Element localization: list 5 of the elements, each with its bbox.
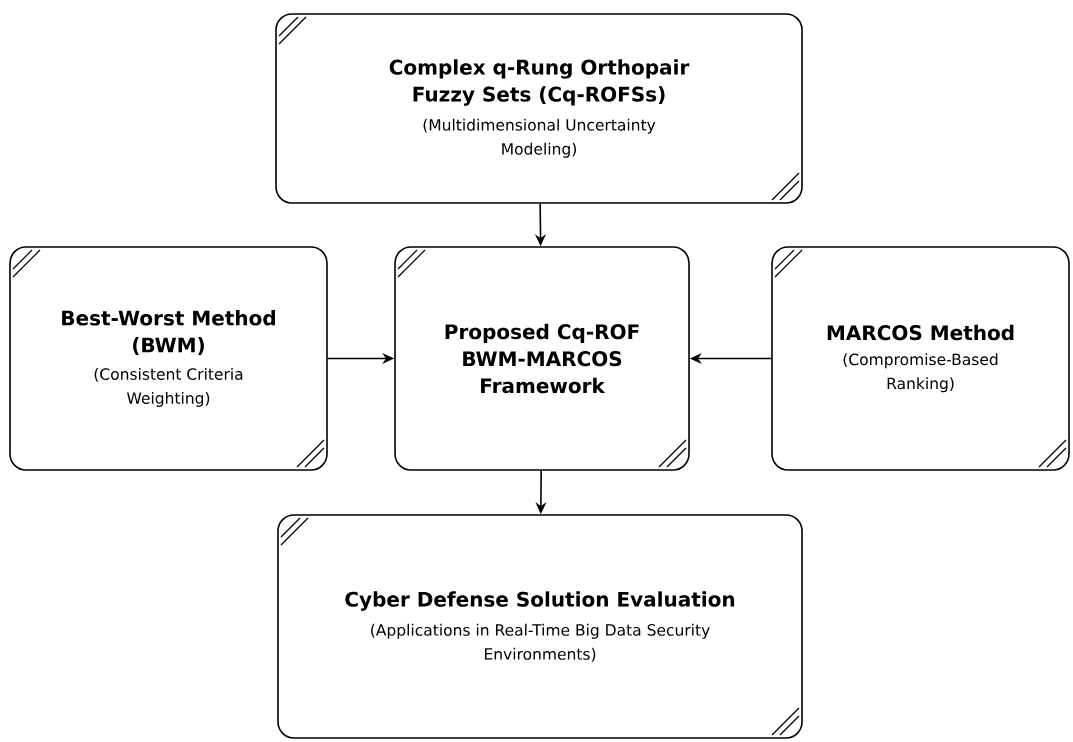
- process-box: Complex q-Rung Orthopair Fuzzy Sets (Cq-ROFSs) (Multidimensional Uncertainty Modeling): [275, 13, 803, 204]
- process-box: Best-Worst Method (BWM) (Consistent Criteria Weighting): [9, 246, 328, 471]
- process-box: Proposed Cq-ROF BWM-MARCOS Framework: [394, 246, 690, 471]
- process-box: Cyber Defense Solution Evaluation (Applications in Real-Time Big Data Security Environments): [277, 514, 803, 739]
- process-box: MARCOS Method (Compromise-Based Ranking): [771, 246, 1070, 471]
